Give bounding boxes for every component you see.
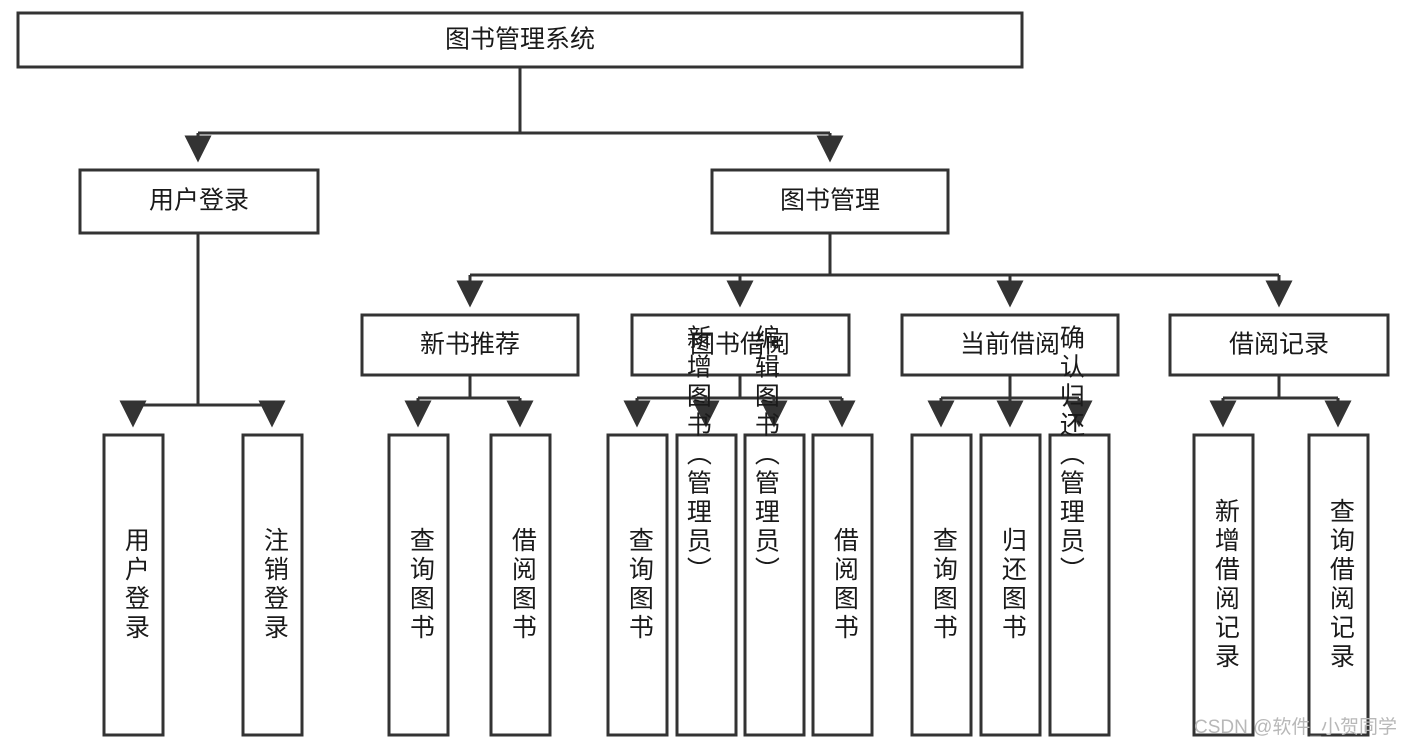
node-leaf-edit-book-box[interactable]: [743, 433, 806, 737]
node-book-borrow-label: 图书借阅: [690, 331, 790, 359]
node-book-borrow[interactable]: 图书借阅: [630, 313, 851, 377]
node-leaf-query-book-2[interactable]: 查询图书: [606, 433, 669, 737]
node-new-book-recommend-label: 新书推荐: [420, 331, 520, 359]
node-leaf-user-login-box[interactable]: [102, 433, 165, 737]
node-user-login-label: 用户登录: [149, 187, 249, 215]
node-book-borrow-box[interactable]: [630, 313, 851, 377]
node-book-manage-box[interactable]: [710, 168, 950, 235]
node-leaf-return-book-label: 归还图书: [998, 527, 1027, 643]
node-leaf-query-record[interactable]: 查询借阅记录: [1307, 433, 1370, 737]
node-current-borrow[interactable]: 当前借阅: [900, 313, 1120, 377]
node-borrow-record-box[interactable]: [1168, 313, 1390, 377]
node-leaf-edit-book-label: 编辑图书（管理员）: [751, 325, 780, 586]
node-leaf-query-book-1-box[interactable]: [387, 433, 450, 737]
node-leaf-query-record-box[interactable]: [1307, 433, 1370, 737]
node-borrow-record[interactable]: 借阅记录: [1168, 313, 1390, 377]
node-book-manage[interactable]: 图书管理: [710, 168, 950, 235]
node-leaf-add-book-label: 新增图书（管理员）: [683, 325, 712, 586]
node-leaf-add-book-box[interactable]: [675, 433, 738, 737]
node-new-book-recommend[interactable]: 新书推荐: [360, 313, 580, 377]
node-leaf-borrow-book-1-label: 借阅图书: [508, 527, 537, 643]
node-leaf-query-book-3-box[interactable]: [910, 433, 973, 737]
node-leaf-user-logout[interactable]: 注销登录: [241, 433, 304, 737]
node-user-login[interactable]: 用户登录: [78, 168, 320, 235]
node-leaf-return-book[interactable]: 归还图书: [979, 433, 1042, 737]
node-root-label: 图书管理系统: [445, 26, 595, 54]
node-root-box[interactable]: [16, 11, 1024, 69]
node-book-manage-label: 图书管理: [780, 187, 880, 215]
node-leaf-query-book-3[interactable]: 查询图书: [910, 433, 973, 737]
node-leaf-add-book[interactable]: 新增图书（管理员）: [675, 325, 738, 737]
node-current-borrow-box[interactable]: [900, 313, 1120, 377]
node-leaf-borrow-book-2-box[interactable]: [811, 433, 874, 737]
node-leaf-add-record-box[interactable]: [1192, 433, 1255, 737]
node-leaf-user-login[interactable]: 用户登录: [102, 433, 165, 737]
node-current-borrow-label: 当前借阅: [960, 331, 1060, 359]
node-leaf-borrow-book-2-label: 借阅图书: [830, 527, 859, 643]
connector-layer: [119, 67, 1352, 428]
node-leaf-borrow-book-2[interactable]: 借阅图书: [811, 433, 874, 737]
node-leaf-query-book-1[interactable]: 查询图书: [387, 433, 450, 737]
csdn-watermark: CSDN @软件_小贺同学: [1194, 717, 1397, 738]
node-leaf-user-logout-label: 注销登录: [260, 527, 289, 643]
node-root[interactable]: 图书管理系统: [16, 11, 1024, 69]
node-leaf-user-login-label: 用户登录: [121, 527, 150, 643]
node-leaf-edit-book[interactable]: 编辑图书（管理员）: [743, 325, 806, 737]
node-leaf-add-record[interactable]: 新增借阅记录: [1192, 433, 1255, 737]
node-leaf-confirm-return-label: 确认归还（管理员）: [1056, 325, 1085, 586]
node-user-login-box[interactable]: [78, 168, 320, 235]
node-leaf-user-logout-box[interactable]: [241, 433, 304, 737]
node-borrow-record-label: 借阅记录: [1229, 331, 1329, 359]
node-leaf-query-record-label: 查询借阅记录: [1326, 498, 1355, 672]
node-leaf-query-book-2-label: 查询图书: [625, 527, 654, 643]
node-leaf-return-book-box[interactable]: [979, 433, 1042, 737]
node-leaf-confirm-return-box[interactable]: [1048, 433, 1111, 737]
node-leaf-query-book-2-box[interactable]: [606, 433, 669, 737]
node-new-book-recommend-box[interactable]: [360, 313, 580, 377]
node-leaf-borrow-book-1[interactable]: 借阅图书: [489, 433, 552, 737]
node-leaf-confirm-return[interactable]: 确认归还（管理员）: [1048, 325, 1111, 737]
node-leaf-borrow-book-1-box[interactable]: [489, 433, 552, 737]
node-leaf-query-book-1-label: 查询图书: [406, 527, 435, 643]
node-leaf-query-book-3-label: 查询图书: [929, 527, 958, 643]
node-leaf-add-record-label: 新增借阅记录: [1211, 498, 1240, 672]
